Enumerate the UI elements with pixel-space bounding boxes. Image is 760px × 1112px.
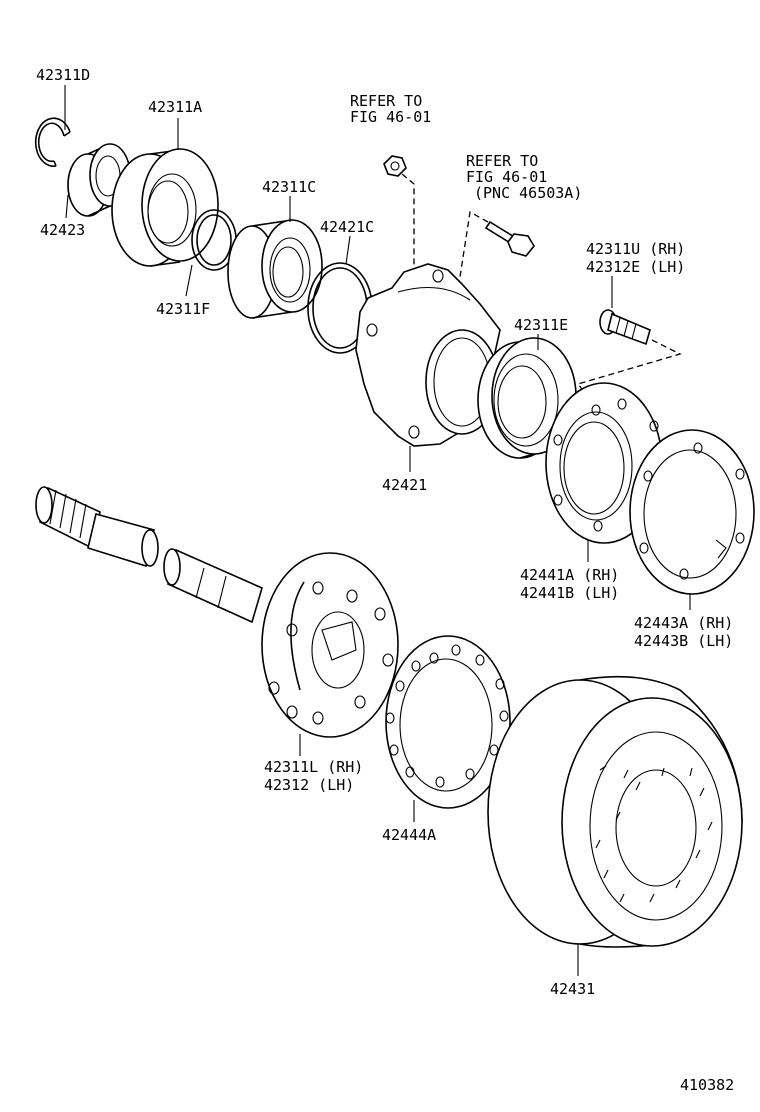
oil-seal-42311a: [111, 148, 219, 267]
label-42311d: 42311D: [36, 66, 90, 84]
nut-dashed-line: [401, 173, 433, 273]
leader-42421c: [345, 235, 351, 265]
label-42311e: 42311E: [514, 316, 568, 334]
label-42441a: 42441A (RH): [520, 566, 619, 584]
label-42443a: 42443A (RH): [634, 614, 733, 632]
nut-hardware: [383, 155, 407, 177]
label-42443b: 42443B (LH): [634, 632, 733, 650]
leader-42423: [65, 194, 69, 219]
label-42431: 42431: [550, 980, 595, 998]
snap-ring-42311d: [34, 117, 71, 167]
hub-bolt-42311u: [599, 309, 651, 346]
label-42311f: 42311F: [156, 300, 210, 318]
label-42311u: 42311U (RH): [586, 240, 685, 258]
ref2-line3: (PNC 46503A): [474, 184, 582, 202]
ref2-line1: REFER TO: [466, 152, 538, 170]
leader-42311f: [185, 264, 193, 297]
label-42444a: 42444A: [382, 826, 436, 844]
label-42423: 42423: [40, 221, 85, 239]
label-42441b: 42441B (LH): [520, 584, 619, 602]
label-42311a: 42311A: [148, 98, 202, 116]
figure-id: 410382: [680, 1076, 734, 1094]
label-42312: 42312 (LH): [264, 776, 354, 794]
ref1-line1: REFER TO: [350, 92, 422, 110]
bolt-hardware: [484, 220, 535, 257]
bolt-dashed-line: [457, 210, 489, 291]
ref1-line2: FIG 46-01: [350, 108, 431, 126]
ref2-line2: FIG 46-01: [466, 168, 547, 186]
axle-shaft-42311l: [35, 486, 399, 738]
bearing-retainer-42421: [355, 263, 501, 447]
label-42311c: 42311C: [262, 178, 316, 196]
hub-bolt-dashed-line: [576, 339, 682, 401]
label-42312e: 42312E (LH): [586, 258, 685, 276]
label-42311l: 42311L (RH): [264, 758, 363, 776]
label-42421c: 42421C: [320, 218, 374, 236]
gasket-42443a: [629, 429, 755, 595]
gasket-42444a: [385, 635, 511, 809]
brake-drum-42431: [487, 675, 743, 948]
bearing-42311c: [227, 219, 323, 319]
label-42421: 42421: [382, 476, 427, 494]
